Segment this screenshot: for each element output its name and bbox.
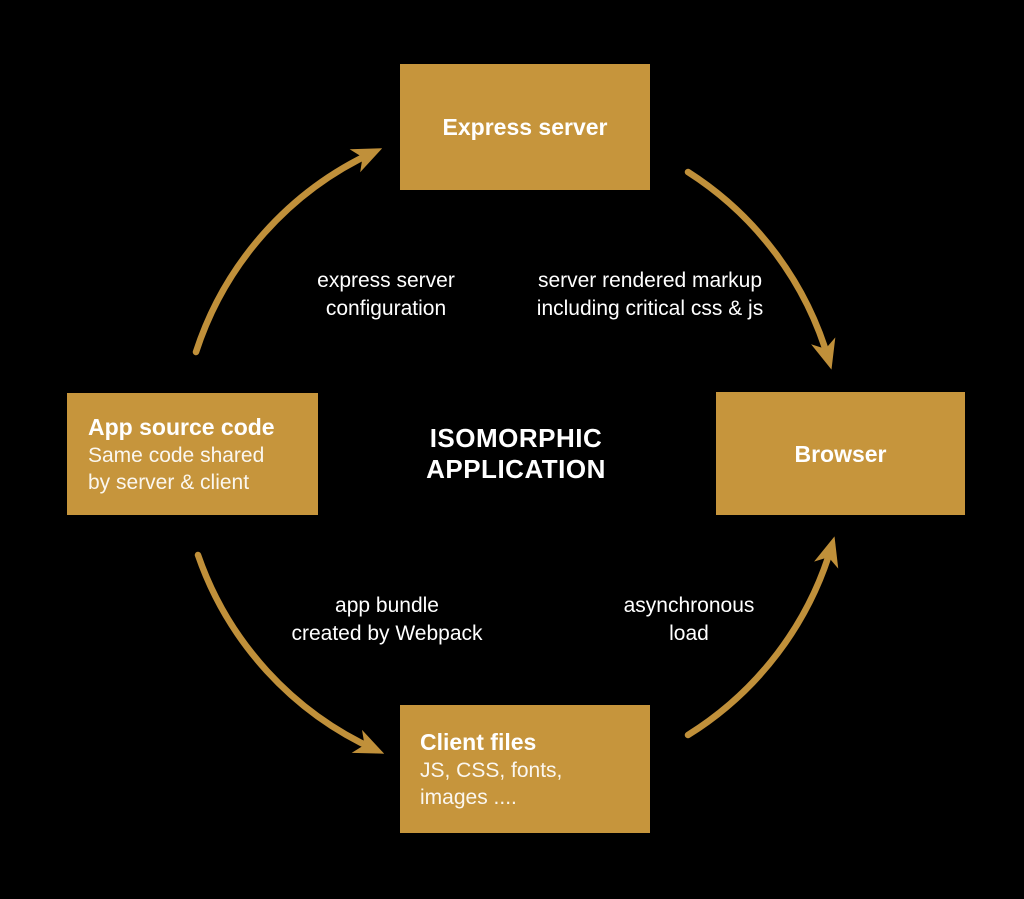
- diagram-title-line2: APPLICATION: [426, 454, 606, 484]
- label-app-bundle-webpack-line2: created by Webpack: [291, 622, 483, 645]
- label-asynchronous-load: asynchronous load: [624, 592, 755, 648]
- node-express-server-title: Express server: [442, 114, 608, 140]
- label-server-rendered-markup-line2: including critical css & js: [536, 297, 764, 320]
- label-server-rendered-markup-line1: server rendered markup: [537, 269, 763, 292]
- label-app-bundle-webpack: app bundle created by Webpack: [291, 592, 482, 648]
- node-client-files-subtitle-line1: JS, CSS, fonts,: [420, 759, 563, 782]
- label-asynchronous-load-line2: load: [669, 622, 709, 645]
- arrow-app-to-client: [194, 551, 385, 754]
- label-asynchronous-load-line1: asynchronous: [623, 594, 755, 617]
- node-app-source-code-subtitle-line2: by server & client: [88, 471, 250, 494]
- label-express-server-configuration: express server configuration: [317, 267, 455, 323]
- node-app-source-code: App source code Same code shared by serv…: [67, 393, 318, 515]
- label-server-rendered-markup: server rendered markup including critica…: [537, 267, 763, 323]
- arrow-express-to-browser: [684, 168, 836, 370]
- diagram-title-line1: ISOMORPHIC: [429, 423, 603, 453]
- node-browser-title: Browser: [794, 440, 887, 467]
- node-client-files-title: Client files: [420, 729, 537, 755]
- arrow-app-to-express: [192, 148, 383, 356]
- diagram-title: ISOMORPHIC APPLICATION: [426, 423, 606, 485]
- label-express-server-configuration-line2: configuration: [325, 297, 447, 320]
- label-app-bundle-webpack-line1: app bundle: [335, 594, 439, 617]
- node-app-source-code-title: App source code: [88, 414, 275, 440]
- node-client-files: Client files JS, CSS, fonts, images ....: [400, 705, 650, 833]
- label-express-server-configuration-line1: express server: [317, 269, 455, 292]
- arrow-client-to-browser: [684, 536, 839, 739]
- node-app-source-code-subtitle-line1: Same code shared: [88, 444, 265, 467]
- node-browser: Browser: [716, 392, 965, 515]
- node-client-files-subtitle-line2: images ....: [420, 786, 517, 809]
- node-express-server: Express server: [400, 64, 650, 190]
